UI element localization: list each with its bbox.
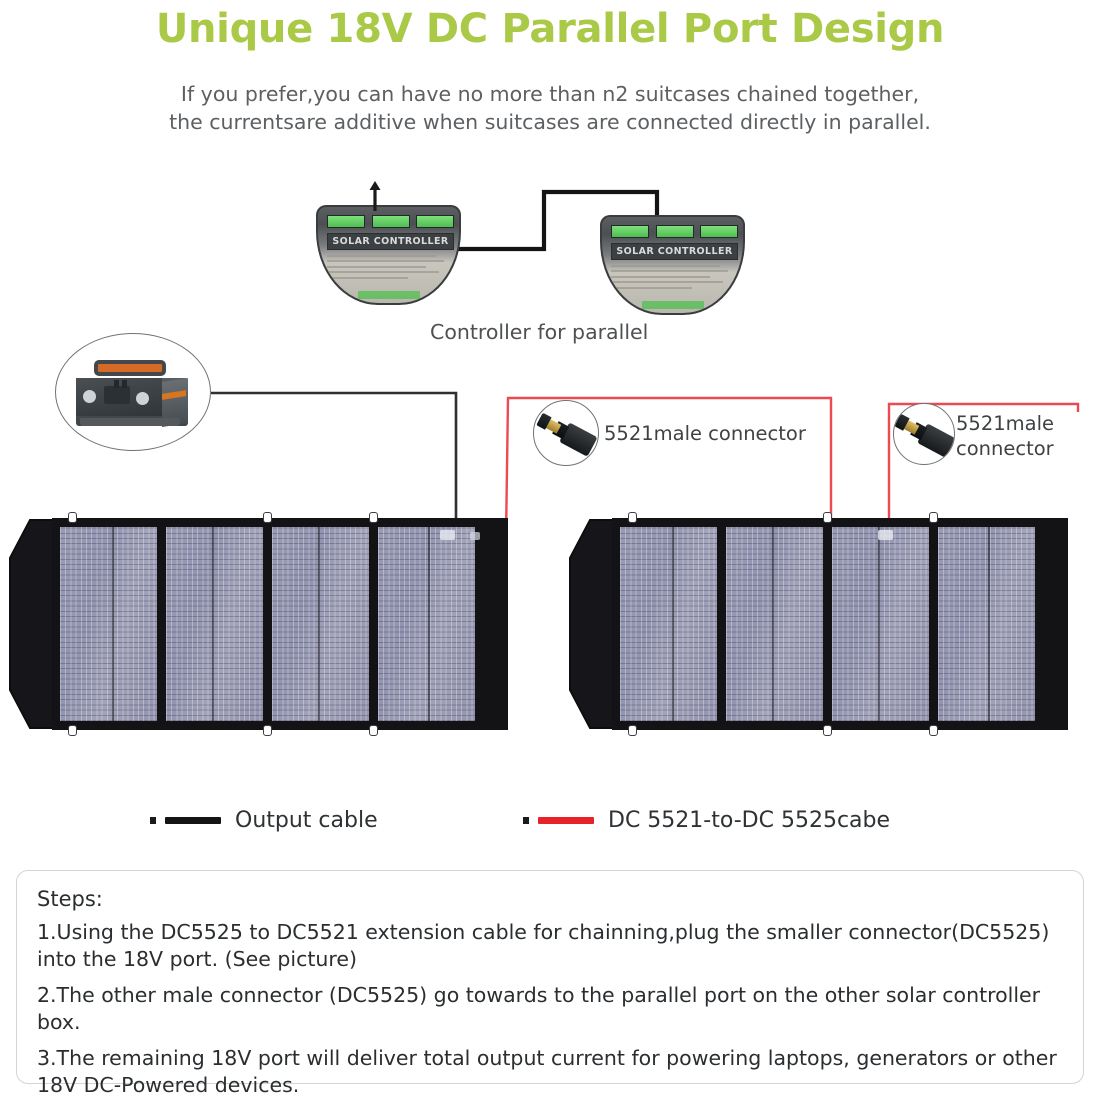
- controller-spec-text: [327, 255, 454, 289]
- legend-swatch-black: [165, 817, 221, 824]
- steps-heading: Steps:: [37, 887, 103, 911]
- dc-barrel-connector-icon: [534, 401, 598, 465]
- controller-spec-text: [611, 265, 738, 299]
- controller-status-bar: [358, 291, 420, 299]
- connector-label-right-line-2: connector: [956, 437, 1054, 460]
- panel-port-marker-2: [470, 532, 480, 540]
- controller-port-2[interactable]: [655, 225, 694, 238]
- panel-grommet-top: [929, 512, 938, 523]
- panel-section-3: [272, 527, 369, 721]
- controller-port-3[interactable]: [700, 225, 738, 238]
- page-title: Unique 18V DC Parallel Port Design: [155, 6, 945, 52]
- panel-grommet-top: [369, 512, 378, 523]
- controller-body: SOLAR CONTROLLER: [316, 205, 461, 305]
- legend-bullet: [523, 817, 529, 824]
- panel-grommet-bottom: [263, 725, 272, 736]
- panel-grommet-top: [628, 512, 637, 523]
- cable-output: [211, 391, 458, 524]
- panel-port-marker-1: [440, 530, 455, 540]
- connector-label-left: 5521male connector: [604, 422, 806, 445]
- panel-section-4: [378, 527, 475, 721]
- subtitle-line-2: the currentsare additive when suitcases …: [169, 110, 931, 134]
- panel-section-2: [166, 527, 263, 721]
- page-subtitle: If you prefer,you can have no more than …: [110, 80, 990, 136]
- legend: Output cable DC 5521-to-DC 5525cabe: [0, 800, 1100, 846]
- controller-label: SOLAR CONTROLLER: [611, 243, 738, 260]
- cable-dc-5521-to-5525-right: [887, 402, 1080, 528]
- panel-grommet-bottom: [628, 725, 637, 736]
- controller-ports[interactable]: [327, 215, 454, 228]
- legend-bullet: [150, 817, 156, 824]
- step-item-1: 1.Using the DC5525 to DC5521 extension c…: [37, 920, 1050, 971]
- legend-item-output-cable: Output cable: [150, 808, 378, 833]
- panel-grommet-bottom: [823, 725, 832, 736]
- dc-barrel-connector-icon: [894, 404, 954, 464]
- connector-callout-right[interactable]: [893, 403, 955, 465]
- steps-panel: Steps: 1.Using the DC5525 to DC5521 exte…: [16, 870, 1084, 1097]
- controller-status-bar: [642, 301, 704, 309]
- controller-port-1[interactable]: [611, 225, 649, 238]
- cable-dc-5521-to-5525-left: [504, 396, 833, 539]
- panel-grommet-top: [823, 512, 832, 523]
- panel-section-3: [832, 527, 929, 721]
- legend-item-dc-cable: DC 5521-to-DC 5525cabe: [523, 808, 890, 833]
- cable-controller-link: [455, 189, 660, 252]
- panel-grommet-bottom: [369, 725, 378, 736]
- power-station-icon: [70, 358, 196, 428]
- panel-grommet-bottom: [68, 725, 77, 736]
- panel-grommet-bottom: [929, 725, 938, 736]
- panel-section-1: [620, 527, 717, 721]
- controller-ports[interactable]: [611, 225, 738, 238]
- panel-section-2: [726, 527, 823, 721]
- step-item-2: 2.The other male connector (DC5525) go t…: [37, 983, 1041, 1034]
- controller-port-3[interactable]: [416, 215, 454, 228]
- controller-label: SOLAR CONTROLLER: [327, 233, 454, 250]
- legend-label: Output cable: [235, 808, 378, 833]
- solar-controller-left[interactable]: SOLAR CONTROLLER: [316, 205, 461, 305]
- controller-port-2[interactable]: [371, 215, 410, 228]
- panel-grommet-top: [263, 512, 272, 523]
- connector-label-right-line-1: 5521male: [956, 412, 1054, 435]
- controller-port-1[interactable]: [327, 215, 365, 228]
- panel-section-4: [938, 527, 1035, 721]
- solar-panel-left[interactable]: [8, 512, 508, 736]
- legend-label: DC 5521-to-DC 5525cabe: [608, 808, 891, 833]
- connector-label-right: 5521male connector: [956, 411, 1054, 461]
- panel-port-marker-1: [878, 530, 893, 540]
- solar-controller-right[interactable]: SOLAR CONTROLLER: [600, 215, 745, 315]
- controller-body: SOLAR CONTROLLER: [600, 215, 745, 315]
- power-station-callout[interactable]: [55, 333, 211, 451]
- connector-callout-left[interactable]: [533, 400, 599, 466]
- panel-grommet-top: [68, 512, 77, 523]
- up-arrow-icon: [368, 181, 382, 211]
- step-item-3: 3.The remaining 18V port will deliver to…: [37, 1046, 1057, 1097]
- controller-caption: Controller for parallel: [430, 320, 649, 344]
- subtitle-line-1: If you prefer,you can have no more than …: [180, 82, 920, 106]
- solar-panel-right[interactable]: [568, 512, 1068, 736]
- panel-section-1: [60, 527, 157, 721]
- legend-swatch-red: [538, 817, 594, 824]
